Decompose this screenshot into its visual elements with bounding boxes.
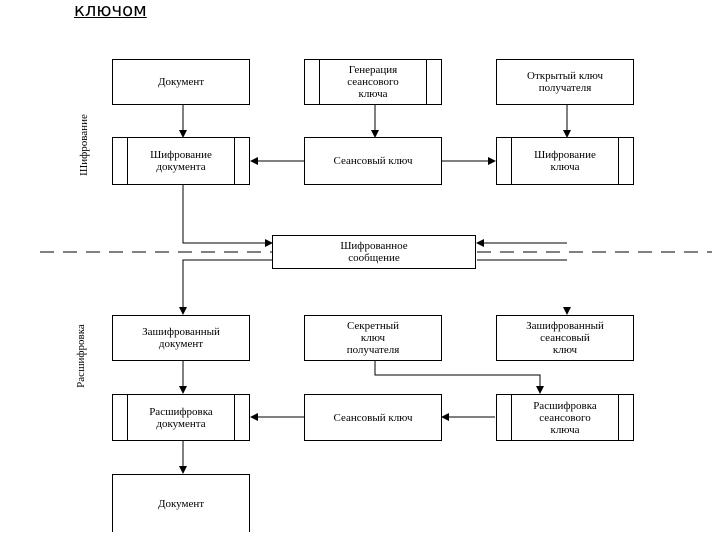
arrow-secret-key-to-key-decryption	[374, 361, 544, 394]
arrow-message-to-encrypted-doc	[179, 259, 272, 315]
document-top-box: Документ	[112, 59, 250, 105]
page-title: ключом	[74, 0, 147, 21]
document-decryption-box: Расшифровка документа	[112, 394, 250, 441]
document-bottom-box: Документ	[112, 474, 250, 532]
secret-key-box: Секретный ключ получателя	[304, 315, 442, 361]
key-decryption-box: Расшифровка сеансового ключа	[496, 394, 634, 441]
encrypted-message-box: Шифрованное сообщение	[272, 235, 476, 269]
document-encryption-box: Шифрование документа	[112, 137, 250, 185]
arrow-doc-encryption-to-message	[182, 185, 273, 247]
key-encryption-box: Шифрование ключа	[496, 137, 634, 185]
session-key-generation-box: Генерация сеансового ключа	[304, 59, 442, 105]
session-key-bottom-box: Сеансовый ключ	[304, 394, 442, 441]
encrypted-session-key-box: Зашифрованный сеансовый ключ	[496, 315, 634, 361]
public-key-box: Открытый ключ получателя	[496, 59, 634, 105]
session-key-top-box: Сеансовый ключ	[304, 137, 442, 185]
encrypted-document-box: Зашифрованный документ	[112, 315, 250, 361]
